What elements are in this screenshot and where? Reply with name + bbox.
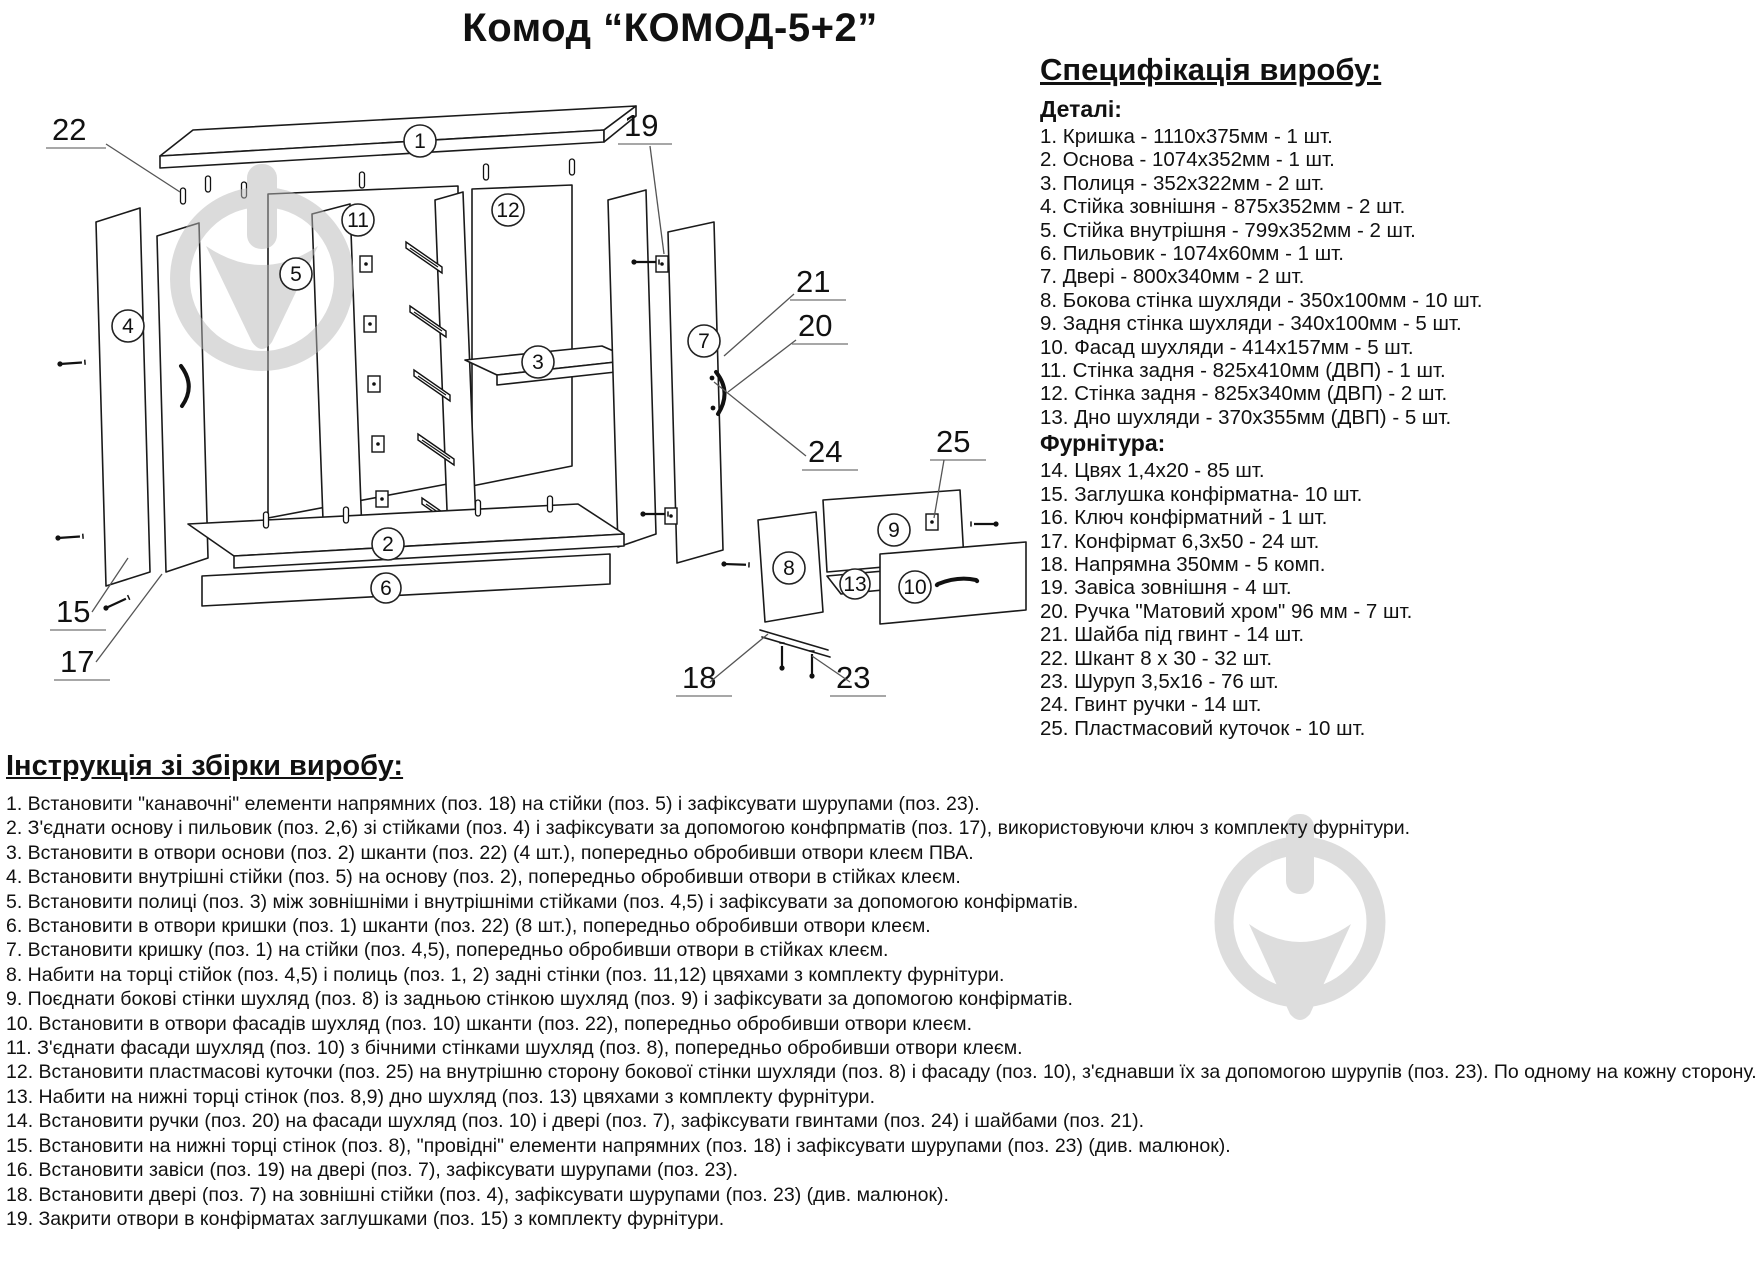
part-circle-10: 10 xyxy=(903,576,926,599)
part-circle-13: 13 xyxy=(843,573,866,596)
spec-detail-item: 8. Бокова стінка шухляди - 350х100мм - 1… xyxy=(1040,288,1483,312)
spec-detail-item: 4. Стійка зовнішня - 875х352мм - 2 шт. xyxy=(1040,195,1406,219)
spec-hardware-item: 16. Ключ конфірматний - 1 шт. xyxy=(1040,506,1328,530)
spec-detail-item: 9. Задня стінка шухляди - 340х100мм - 5 … xyxy=(1040,312,1462,336)
spec-hardware-item: 18. Напрямна 350мм - 5 комп. xyxy=(1040,552,1326,576)
top-board-part1 xyxy=(159,105,637,169)
instruction-step: 13. Набити на нижні торці стінок (поз. 8… xyxy=(6,1085,876,1108)
part-circle-1: 1 xyxy=(414,130,426,153)
part-circle-4: 4 xyxy=(122,315,134,338)
instruction-step: 10. Встановити в отвори фасадів шухляд (… xyxy=(6,1012,973,1035)
callout-17: 17 xyxy=(54,573,163,681)
part-circle-11: 11 xyxy=(347,209,369,232)
instruction-step: 6. Встановити в отвори кришки (поз. 1) ш… xyxy=(6,915,931,938)
spec-hardware-item: 24. Гвинт ручки - 14 шт. xyxy=(1040,693,1262,717)
instruction-step: 2. З'єднати основу і пильовик (поз. 2,6)… xyxy=(6,817,1411,840)
callout-23: 23 xyxy=(811,655,886,697)
spec-hardware-item: 17. Конфірмат 6,3х50 - 24 шт. xyxy=(1040,529,1320,553)
callout-18-label: 18 xyxy=(682,660,716,695)
callout-20: 20 xyxy=(727,308,848,393)
spec-hardware-item: 14. Цвях 1,4х20 - 85 шт. xyxy=(1040,459,1265,483)
part-circle-3: 3 xyxy=(532,351,544,374)
part-circle-6: 6 xyxy=(380,577,392,600)
part-circle-2: 2 xyxy=(382,533,394,556)
spec-hardware-item: 23. Шуруп 3,5х16 - 76 шт. xyxy=(1040,669,1279,693)
spec-detail-item: 2. Основа - 1074х352мм - 1 шт. xyxy=(1040,148,1335,172)
spec-detail-item: 5. Стійка внутрішня - 799х352мм - 2 шт. xyxy=(1040,218,1416,242)
callout-15: 15 xyxy=(50,557,129,631)
exploded-view-diagram: 22 19 21 20 24 xyxy=(10,93,1040,713)
callout-25-label: 25 xyxy=(936,424,970,459)
part-circles: 1 4 5 11 12 3 7 2 6 8 9 13 10 xyxy=(111,124,932,604)
spec-hardware-item: 22. Шкант 8 х 30 - 32 шт. xyxy=(1040,646,1273,670)
spec-detail-item: 3. Полиця - 352х322мм - 2 шт. xyxy=(1040,171,1325,195)
callout-18: 18 xyxy=(676,633,769,697)
part-circle-8: 8 xyxy=(783,557,795,580)
instruction-step: 8. Набити на торці стійок (поз. 4,5) і п… xyxy=(6,963,1005,986)
callout-24-label: 24 xyxy=(808,434,842,469)
page-title: Комод “КОМОД-5+2” xyxy=(462,6,878,50)
part-circle-12: 12 xyxy=(496,199,519,222)
callout-23-label: 23 xyxy=(836,660,870,695)
callout-20-label: 20 xyxy=(798,308,832,343)
exploded-view-svg: 22 19 21 20 24 xyxy=(46,105,1027,697)
spec-detail-item: 13. Дно шухляди - 370х355мм (ДВП) - 5 шт… xyxy=(1040,405,1452,429)
instruction-step: 11. З'єднати фасади шухляд (поз. 10) з б… xyxy=(6,1037,1023,1060)
callout-21: 21 xyxy=(723,264,846,357)
callout-19-label: 19 xyxy=(624,108,658,143)
specification-panel: Специфікація виробу: Деталі: 1. Кришка -… xyxy=(1040,52,1580,740)
callout-24: 24 xyxy=(713,381,858,471)
spec-hardware-item: 25. Пластмасовий куточок - 10 шт. xyxy=(1040,716,1366,740)
instruction-step: 19. Закрити отвори в конфірматах заглушк… xyxy=(6,1207,725,1230)
drawer-assembly xyxy=(720,489,1027,680)
instruction-step: 18. Встановити двері (поз. 7) на зовнішн… xyxy=(6,1183,949,1206)
back-wall-part12 xyxy=(471,184,573,487)
watermark-logo xyxy=(1185,772,1415,1034)
callout-19: 19 xyxy=(618,108,672,255)
spec-detail-item: 6. Пильовик - 1074х60мм - 1 шт. xyxy=(1040,242,1344,266)
instruction-step: 9. Поєднати бокові стінки шухляд (поз. 8… xyxy=(6,988,1073,1011)
spec-hardware-item: 20. Ручка "Матовий хром" 96 мм - 7 шт. xyxy=(1040,599,1413,623)
spec-hardware-item: 21. Шайба під гвинт - 14 шт. xyxy=(1040,623,1305,647)
part-circle-7: 7 xyxy=(698,330,710,353)
door-part7 xyxy=(630,221,727,564)
spec-detail-item: 10. Фасад шухляди - 414х157мм - 5 шт. xyxy=(1040,335,1414,359)
instruction-step: 5. Встановити полиці (поз. 3) між зовніш… xyxy=(6,890,1079,913)
spec-hardware-item: 19. Завіса зовнішня - 4 шт. xyxy=(1040,576,1292,600)
callout-15-label: 15 xyxy=(56,594,90,629)
callout-25: 25 xyxy=(930,424,986,519)
dust-strip-part6 xyxy=(201,553,611,607)
spec-detail-item: 11. Стінка задня - 825х410мм (ДВП) - 1 ш… xyxy=(1040,359,1446,383)
callout-22: 22 xyxy=(46,112,181,193)
instruction-step: 3. Встановити в отвори основи (поз. 2) ш… xyxy=(6,841,974,864)
callout-21-label: 21 xyxy=(796,264,830,299)
part-circle-5: 5 xyxy=(290,263,302,286)
callout-22-label: 22 xyxy=(52,112,86,147)
instruction-step: 1. Встановити "канавочні" елементи напря… xyxy=(6,793,980,815)
details-heading: Деталі: xyxy=(1040,96,1122,122)
callout-17-label: 17 xyxy=(60,644,94,679)
instructions-heading: Інструкція зі збірки виробу: xyxy=(6,750,404,782)
hardware-heading: Фурнітура: xyxy=(1040,430,1166,457)
base-part2 xyxy=(187,495,625,569)
specification-heading: Специфікація виробу: xyxy=(1040,52,1382,87)
outer-stand-right-part4 xyxy=(607,189,657,548)
spec-detail-item: 7. Двері - 800х340мм - 2 шт. xyxy=(1040,265,1305,289)
instruction-step: 16. Встановити завіси (поз. 19) на двері… xyxy=(6,1159,739,1182)
spec-detail-item: 1. Кришка - 1110х375мм - 1 шт. xyxy=(1040,125,1333,148)
instruction-step: 14. Встановити ручки (поз. 20) на фасади… xyxy=(6,1110,1144,1133)
instruction-step: 4. Встановити внутрішні стійки (поз. 5) … xyxy=(6,866,961,889)
spec-detail-item: 12. Стінка задня - 825х340мм (ДВП) - 2 ш… xyxy=(1040,382,1448,406)
instruction-step: 12. Встановити пластмасові куточки (поз.… xyxy=(6,1061,1757,1084)
assembly-instructions: Інструкція зі збірки виробу: 1. Встанови… xyxy=(6,750,1758,1231)
instruction-step: 7. Встановити кришку (поз. 1) на стійки … xyxy=(6,939,889,962)
part-circle-9: 9 xyxy=(888,519,900,542)
instruction-step: 15. Встановити на нижні торці стінок (по… xyxy=(6,1134,1231,1157)
spec-hardware-item: 15. Заглушка конфірматна- 10 шт. xyxy=(1040,482,1363,506)
